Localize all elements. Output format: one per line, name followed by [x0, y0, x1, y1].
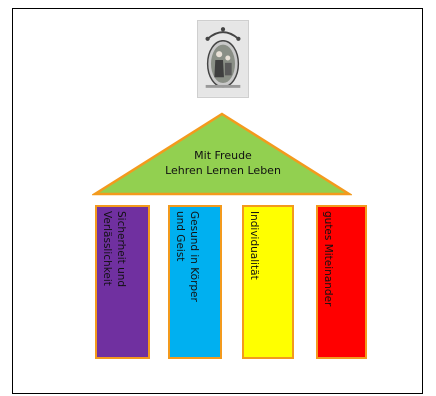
pillar-label-line-2: Verlässlichkeit — [101, 211, 113, 286]
pillar-label-line-1: gutes Miteinander — [322, 211, 334, 307]
roof-label: Mit Freude Lehren Lernen Leben — [140, 148, 306, 178]
pillar-label-line-2: und Geist — [174, 211, 186, 262]
pillar-label-line-1: Gesund in Körper — [188, 211, 200, 302]
pillar-label: Sicherheit und Verlässlichkeit — [100, 211, 128, 287]
pillar-label-line-1: Individualität — [248, 211, 260, 280]
pillar-label: Gesund in Körper und Geist — [173, 211, 201, 302]
roof-line-1: Mit Freude — [194, 149, 252, 162]
roof — [92, 112, 352, 196]
roof-triangle — [92, 112, 352, 196]
pillar-sicherheit: Sicherheit und Verlässlichkeit — [95, 205, 150, 359]
logo-graphic — [198, 21, 248, 97]
pillar-individualitaet: Individualität — [242, 205, 294, 359]
pillar-miteinander: gutes Miteinander — [316, 205, 367, 359]
pillar-label: Individualität — [247, 211, 261, 280]
pillar-gesund: Gesund in Körper und Geist — [168, 205, 222, 359]
pillar-label: gutes Miteinander — [321, 211, 335, 306]
pillar-label-line-1: Sicherheit und — [115, 211, 127, 288]
school-logo — [197, 20, 249, 98]
roof-line-2: Lehren Lernen Leben — [165, 164, 281, 177]
